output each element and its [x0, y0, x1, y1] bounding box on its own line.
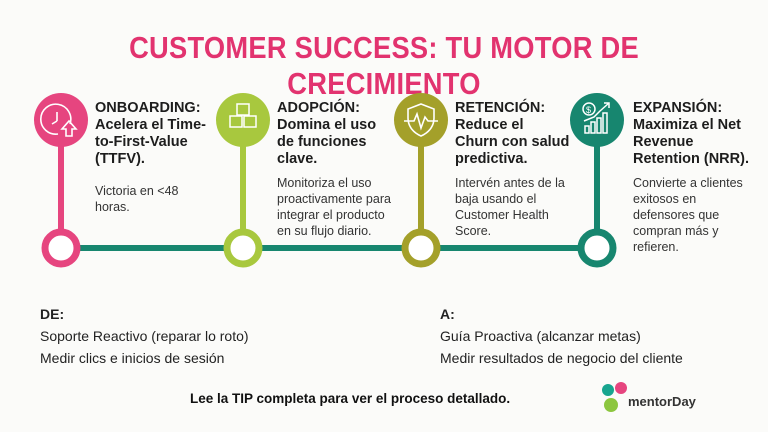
from-line: Soporte Reactivo (reparar lo roto): [40, 328, 249, 344]
dollar-growth-chart-icon: $: [582, 102, 610, 134]
footer-cta: Lee la TIP completa para ver el proceso …: [190, 391, 511, 406]
step-connector-3: [394, 93, 448, 268]
step-heading: ONBOARDING: Acelera el Time-to-First-Val…: [95, 100, 206, 167]
step-retencion: RETENCIÓN: Reduce el Churn con salud pre…: [455, 100, 600, 239]
shield-heartbeat-icon: [404, 103, 438, 137]
cubes-icon: [229, 103, 257, 128]
mentorday-logo: mentorDay: [600, 380, 710, 416]
from-line: Medir clics e inicios de sesión: [40, 350, 225, 366]
step-heading: ADOPCIÓN: Domina el uso de funciones cla…: [277, 100, 377, 167]
logo-text: mentorDay: [628, 394, 696, 409]
step-connector-2: [216, 93, 270, 268]
step-body: Monitoriza el uso proactivamente para in…: [277, 176, 391, 238]
from-section: DE: Soporte Reactivo (reparar lo roto) M…: [40, 303, 249, 369]
to-label: A:: [440, 306, 455, 322]
clock-arrow-up-icon: [40, 103, 78, 137]
svg-text:$: $: [586, 105, 591, 115]
to-line: Guía Proactiva (alcanzar metas): [440, 328, 641, 344]
from-label: DE:: [40, 306, 65, 322]
step-heading: EXPANSIÓN: Maximiza el Net Revenue Reten…: [633, 100, 749, 167]
step-expansion: EXPANSIÓN: Maximiza el Net Revenue Reten…: [633, 100, 768, 255]
page-title: CUSTOMER SUCCESS: TU MOTOR DE CRECIMIENT…: [129, 30, 639, 101]
logo-icon: [602, 382, 627, 412]
step-connector-1: [34, 93, 88, 268]
to-section: A: Guía Proactiva (alcanzar metas) Medir…: [440, 303, 683, 369]
step-body: Victoria en <48 horas.: [95, 184, 179, 214]
step-onboarding: ONBOARDING: Acelera el Time-to-First-Val…: [95, 100, 240, 215]
to-line: Medir resultados de negocio del cliente: [440, 350, 683, 366]
step-body: Intervén antes de la baja usando el Cust…: [455, 176, 565, 238]
step-body: Convierte a clientes exitosos en defenso…: [633, 176, 743, 254]
step-adopcion: ADOPCIÓN: Domina el uso de funciones cla…: [277, 100, 422, 239]
step-heading: RETENCIÓN: Reduce el Churn con salud pre…: [455, 100, 570, 167]
